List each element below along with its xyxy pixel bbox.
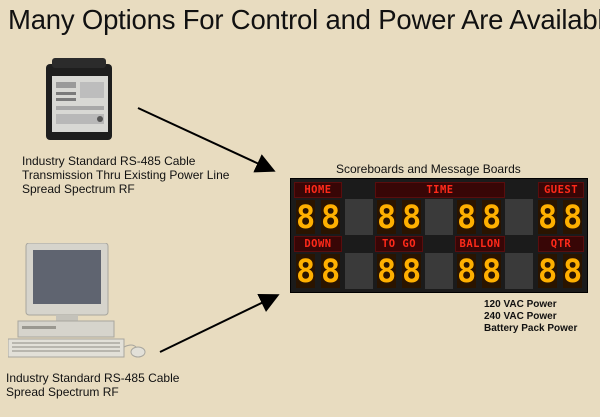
led-digit: 8 — [563, 200, 582, 234]
digits-time-min: 8 8 — [377, 200, 421, 234]
digits-to-go: 8 8 — [377, 254, 421, 288]
board-panel — [425, 199, 453, 235]
computer-icon — [8, 243, 146, 358]
label-home: HOME — [294, 182, 342, 198]
scoreboard: HOME TIME GUEST 8 8 8 8 8 8 8 8 DOWN TO … — [290, 178, 588, 293]
power-option: 240 VAC Power — [484, 311, 557, 322]
board-panel — [505, 253, 533, 289]
caption-line: Industry Standard RS-485 Cable — [22, 154, 196, 168]
computer-caption: Industry Standard RS-485 Cable Spread Sp… — [6, 371, 179, 399]
led-digit: 8 — [321, 254, 340, 288]
label-ballon: BALLON — [455, 236, 505, 252]
page-title: Many Options For Control and Power Are A… — [8, 4, 600, 35]
digits-ballon: 8 8 — [457, 254, 501, 288]
led-digit: 8 — [457, 254, 476, 288]
digits-time-sec: 8 8 — [457, 200, 501, 234]
led-digit: 8 — [538, 200, 557, 234]
caption-line: Spread Spectrum RF — [22, 182, 135, 196]
scoreboard-title: Scoreboards and Message Boards — [336, 162, 521, 176]
label-to-go: TO GO — [375, 236, 423, 252]
led-digit: 8 — [402, 200, 421, 234]
label-down: DOWN — [294, 236, 342, 252]
power-options: 120 VAC Power 240 VAC Power Battery Pack… — [484, 299, 577, 335]
led-digit: 8 — [296, 200, 315, 234]
power-option: Battery Pack Power — [484, 323, 578, 334]
led-digit: 8 — [377, 200, 396, 234]
led-digit: 8 — [482, 200, 501, 234]
digits-home: 8 8 — [296, 200, 340, 234]
label-time: TIME — [375, 182, 505, 198]
label-qtr: QTR — [538, 236, 584, 252]
controller-icon — [46, 58, 112, 140]
digits-guest: 8 8 — [538, 200, 582, 234]
led-digit: 8 — [563, 254, 582, 288]
led-digit: 8 — [296, 254, 315, 288]
board-panel — [425, 253, 453, 289]
label-guest: GUEST — [538, 182, 584, 198]
digits-qtr: 8 8 — [538, 254, 582, 288]
led-digit: 8 — [457, 200, 476, 234]
caption-line: Spread Spectrum RF — [6, 385, 119, 399]
controller-caption: Industry Standard RS-485 Cable Transmiss… — [22, 154, 229, 196]
caption-line: Industry Standard RS-485 Cable — [6, 371, 180, 385]
led-digit: 8 — [482, 254, 501, 288]
board-panel — [345, 253, 373, 289]
led-digit: 8 — [321, 200, 340, 234]
board-panel — [505, 199, 533, 235]
led-digit: 8 — [538, 254, 557, 288]
caption-line: Transmission Thru Existing Power Line — [22, 168, 230, 182]
arrow-icon — [159, 293, 280, 353]
led-digit: 8 — [402, 254, 421, 288]
board-panel — [345, 199, 373, 235]
digits-down: 8 8 — [296, 254, 340, 288]
power-option: 120 VAC Power — [484, 299, 557, 310]
led-digit: 8 — [377, 254, 396, 288]
